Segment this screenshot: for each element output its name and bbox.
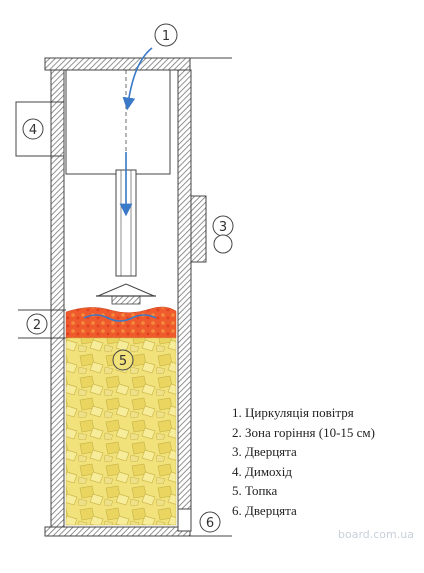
legend-item-upper-door: 3. Дверцята xyxy=(232,444,297,459)
lower-door xyxy=(177,508,192,532)
marker-1: 1 xyxy=(154,23,178,47)
marker-2: 2 xyxy=(26,313,48,335)
chimney-flue xyxy=(15,101,64,157)
legend-item-combustion-zone: 2. Зона горіння (10-15 см) xyxy=(232,424,375,440)
legend-item-chimney: 4. Димохід xyxy=(232,463,292,479)
svg-text:5: 5 xyxy=(119,354,127,369)
watermark: board.com.ua xyxy=(338,528,414,541)
svg-text:3: 3 xyxy=(219,220,227,235)
marker-4: 4 xyxy=(22,118,44,140)
upper-door xyxy=(190,195,207,263)
legend: 1. Циркуляція повітря 2. Зона горіння (1… xyxy=(232,403,375,520)
marker-5: 5 xyxy=(112,349,134,371)
top-cap xyxy=(44,57,191,71)
boiler-walls xyxy=(44,57,232,537)
legend-item-firebox: 5. Топка xyxy=(232,483,278,498)
air-tube xyxy=(115,169,137,277)
legend-item-lower-door: 6. Дверцята xyxy=(232,502,297,518)
svg-text:6: 6 xyxy=(206,516,214,531)
svg-text:1: 1 xyxy=(162,29,170,44)
marker-6: 6 xyxy=(199,511,221,533)
marker-3: 3 xyxy=(212,215,234,254)
right-wall xyxy=(177,69,192,528)
air-distributor-box xyxy=(65,69,171,175)
bottom-plate xyxy=(44,526,191,537)
air-circulation-arrows xyxy=(83,47,157,322)
left-wall xyxy=(50,69,65,528)
svg-text:2: 2 xyxy=(33,318,41,333)
distributor-plate xyxy=(96,283,156,305)
legend-item-air-circulation: 1. Циркуляція повітря xyxy=(232,405,354,420)
svg-text:4: 4 xyxy=(29,123,37,138)
